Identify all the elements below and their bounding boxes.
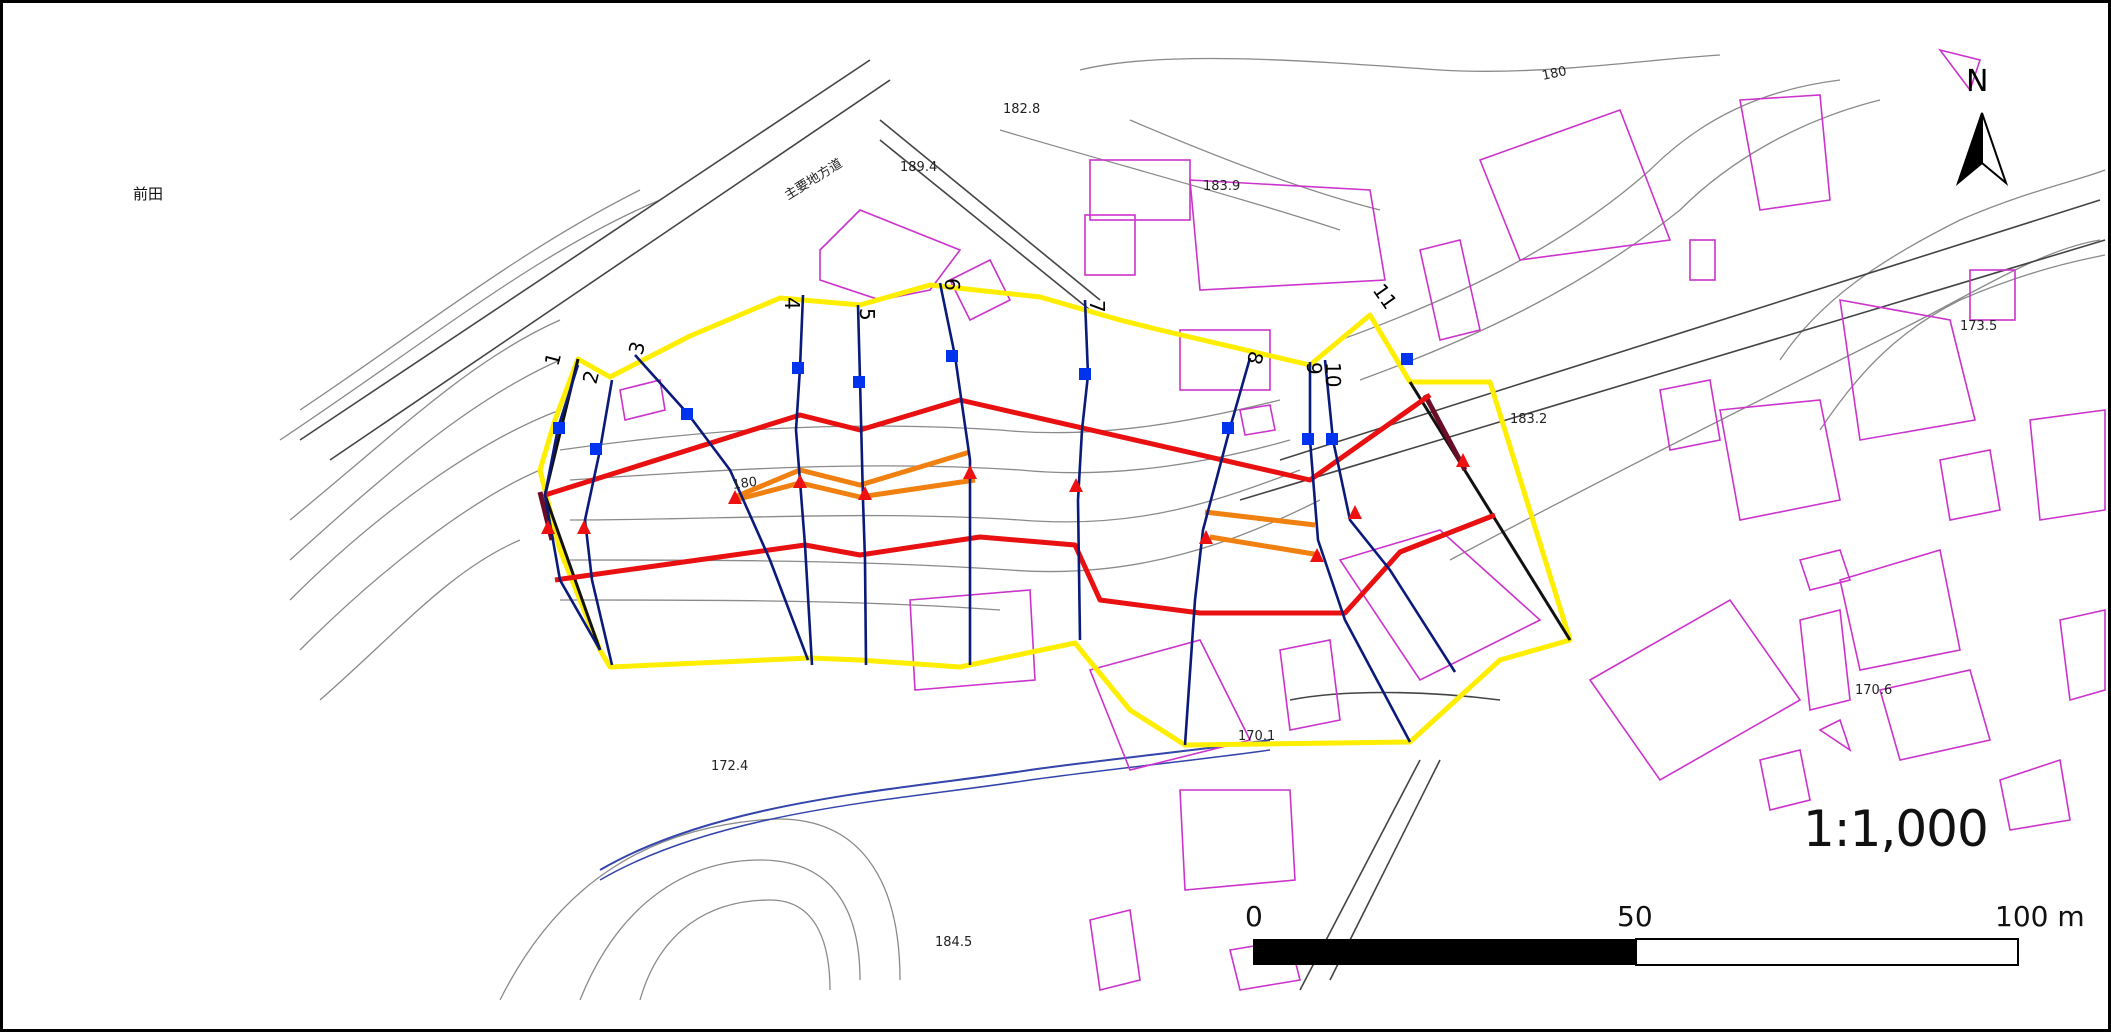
section-number: 9 [1302, 362, 1326, 375]
elevation-label: 182.8 [1003, 102, 1040, 117]
elevation-labels: 182.8 189.4 183.9 180 173.5 183.2 180 17… [711, 64, 1997, 950]
section-number: 2 [578, 368, 604, 387]
square-markers [553, 350, 1413, 455]
elevation-label: 184.5 [935, 935, 972, 950]
place-name-label: 前田 [133, 185, 164, 203]
orange-lines [734, 449, 1321, 558]
north-arrow-icon [1955, 112, 2009, 187]
section-number: 6 [940, 278, 964, 291]
section-number: 5 [855, 308, 879, 321]
elevation-label: 173.5 [1960, 319, 1997, 334]
north-label: N [1966, 64, 1989, 99]
section-number: 1 [540, 350, 566, 369]
scale-bar-label-end: 100 m [1995, 900, 2085, 933]
elevation-label: 170.6 [1855, 683, 1892, 698]
section-number: 3 [624, 339, 650, 358]
triangle-markers [541, 453, 1470, 562]
scale-bar-label-mid: 50 [1617, 900, 1653, 933]
scale-bar-label-start: 0 [1245, 900, 1263, 933]
red-lines [544, 392, 1496, 616]
elevation-label: 183.2 [1510, 412, 1547, 427]
scale-bar-black [1253, 939, 1636, 965]
elevation-label: 189.4 [900, 160, 937, 175]
section-number: 10 [1321, 362, 1345, 387]
buildings [619, 48, 2106, 991]
section-number: 11 [1368, 279, 1402, 314]
survey-boundary [537, 282, 1573, 748]
scale-bar [1253, 938, 2019, 966]
road-label: 主要地方道 [782, 155, 846, 203]
elevation-label: 183.9 [1203, 179, 1240, 194]
scale-ratio-label: 1:1,000 [1803, 800, 1989, 858]
scale-bar-white [1635, 938, 2019, 966]
section-numbers: 1 2 3 4 5 6 7 8 9 10 11 [540, 278, 1403, 387]
elevation-label: 170.1 [1238, 729, 1275, 744]
section-number: 4 [780, 297, 804, 310]
section-lines [543, 282, 1457, 746]
elevation-label: 172.4 [711, 759, 748, 774]
roads [299, 59, 2106, 991]
elevation-label: 180 [1541, 64, 1568, 84]
section-number: 7 [1085, 300, 1109, 313]
elevation-label: 180 [731, 475, 758, 493]
section-number: 8 [1242, 349, 1268, 368]
